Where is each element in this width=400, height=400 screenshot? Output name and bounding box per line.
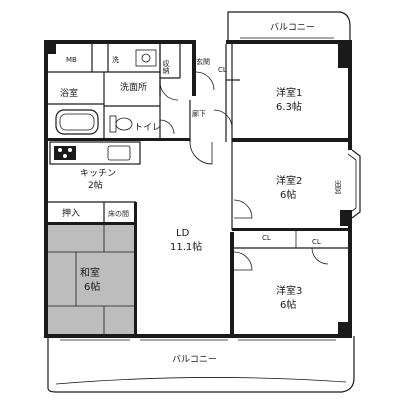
label-western3-name: 洋室3	[276, 284, 302, 297]
label-western2-size: 6帖	[280, 188, 296, 201]
label-bath: 浴室	[60, 87, 78, 99]
wall-north-left	[44, 40, 194, 44]
label-bay-window: 出窓	[334, 179, 342, 194]
wall-western1-bottom	[232, 138, 350, 142]
label-washitsu-size: 6帖	[84, 280, 100, 293]
kitchen-sink	[107, 145, 131, 161]
wall-north-right	[226, 40, 352, 44]
washbasin	[135, 49, 157, 67]
label-toilet: トイレ	[134, 123, 161, 133]
door-swing-western3	[233, 251, 253, 271]
label-cl-2: CL	[262, 234, 271, 242]
bathtub	[55, 109, 99, 135]
label-cl-1: CL	[218, 66, 227, 74]
label-washitsu-name: 和室	[80, 266, 100, 279]
wall-south	[44, 334, 352, 338]
label-washer: 洗	[112, 55, 119, 64]
bay-window-inner	[347, 153, 357, 215]
toilet-bowl	[115, 117, 133, 131]
bay-window-outline	[351, 149, 361, 219]
wall-east-upper	[348, 40, 352, 150]
door-swing-washroom	[159, 81, 179, 101]
balcony-bottom-rail	[55, 377, 347, 385]
label-storage: 収納	[162, 60, 170, 75]
label-balcony-top: バルコニー	[270, 22, 315, 33]
label-ld-size: 11.1帖	[170, 240, 202, 253]
bathtub-inner	[59, 113, 95, 131]
pillar-ne	[338, 40, 352, 68]
label-hallway: 廊下	[192, 109, 206, 118]
balcony-bottom-outline	[47, 336, 355, 393]
wall-kitchen-top	[48, 138, 190, 141]
balcony-top-outline	[227, 11, 351, 42]
label-western1-name: 洋室1	[276, 86, 302, 99]
washbasin-bowl	[141, 53, 151, 63]
door-swing-toilet	[159, 119, 175, 135]
label-western2-name: 洋室2	[276, 174, 302, 187]
stove-burner-3	[63, 154, 67, 158]
wall-east-lower	[348, 218, 352, 338]
stove-burner-2	[68, 148, 72, 152]
label-kitchen-size: 2帖	[88, 179, 103, 191]
label-balcony-bottom: バルコニー	[172, 354, 217, 365]
wall-entrance-left	[192, 40, 196, 96]
wall-washitsu-top	[48, 222, 136, 225]
pillar-se	[338, 322, 352, 338]
label-cl-3: CL	[312, 238, 321, 246]
door-swing-western2	[233, 199, 253, 219]
toilet-tank	[109, 115, 117, 133]
stove-burner-1	[58, 148, 62, 152]
label-western1-size: 6.3帖	[276, 100, 302, 113]
door-swing-cl	[311, 247, 329, 265]
wall-western3-left	[230, 232, 234, 334]
pillar-mid-east	[340, 210, 352, 226]
label-mb: MB	[66, 56, 77, 64]
kitchen-counter	[49, 141, 141, 165]
wall-washitsu-right	[134, 202, 137, 334]
door-swing-hallway	[189, 141, 213, 165]
label-entrance: 玄関	[196, 57, 210, 66]
door-swing-entrance	[195, 71, 215, 91]
label-oshiire: 押入	[62, 207, 80, 219]
wall-western2-bottom	[232, 228, 350, 231]
wall-west	[44, 40, 48, 338]
pillar-nw	[44, 40, 56, 54]
label-kitchen-name: キッチン	[80, 168, 116, 179]
label-ld-name: LD	[176, 228, 190, 239]
label-western3-size: 6帖	[280, 298, 296, 311]
tatami-area	[48, 225, 134, 334]
label-washroom: 洗面所	[120, 81, 147, 93]
tatami-lines	[48, 225, 134, 334]
label-tokonoma: 床の間	[108, 209, 129, 218]
door-swing-western1	[213, 109, 233, 129]
